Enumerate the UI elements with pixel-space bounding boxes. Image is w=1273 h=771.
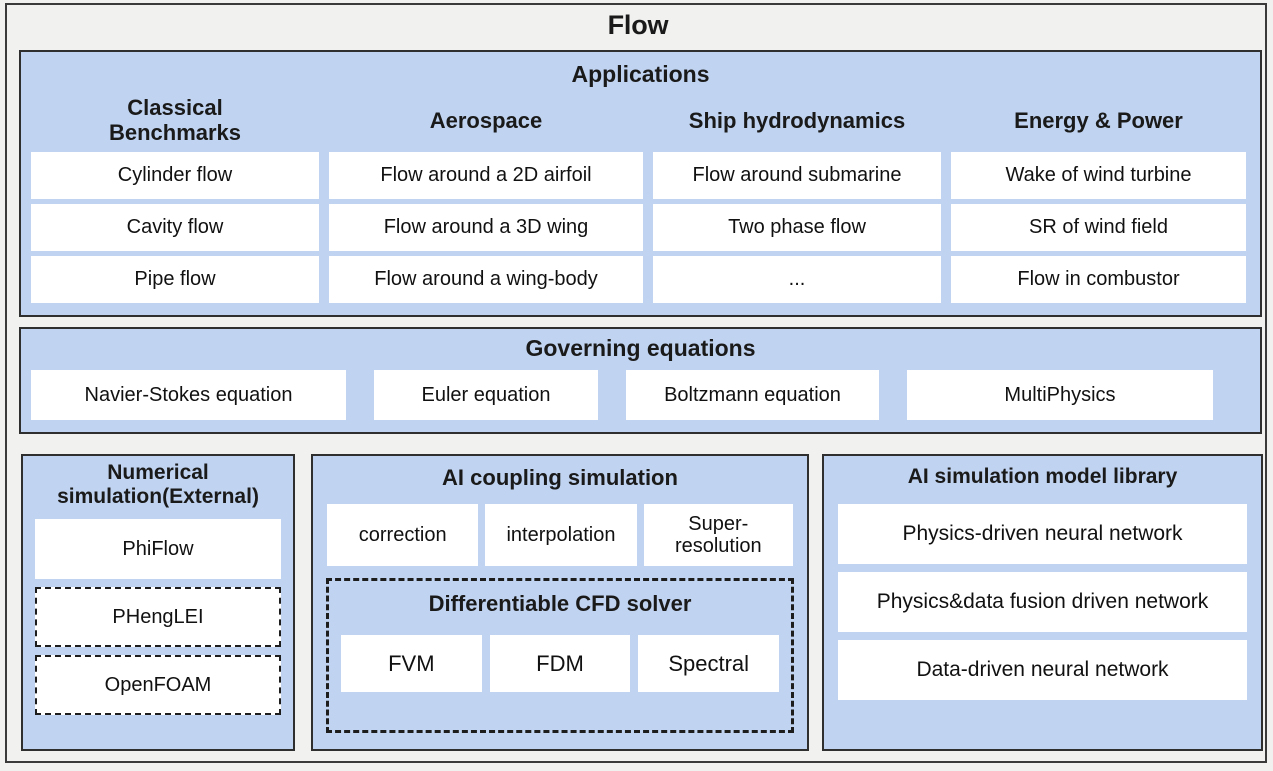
ai-coupling-item[interactable]: Super-resolution xyxy=(643,504,793,566)
differentiable-cfd-solver-row: FVM FDM Spectral xyxy=(341,635,780,692)
application-item[interactable]: Flow around submarine xyxy=(653,152,941,199)
ai-coupling-item[interactable]: correction xyxy=(327,504,479,566)
model-library-item[interactable]: Data-driven neural network xyxy=(838,640,1247,700)
model-library-item[interactable]: Physics-driven neural network xyxy=(838,504,1247,564)
differentiable-cfd-solver-title: Differentiable CFD solver xyxy=(428,591,692,616)
ai-simulation-model-library-list: Physics-driven neural network Physics&da… xyxy=(838,504,1247,700)
numerical-simulation-title: Numerical simulation(External) xyxy=(23,461,293,509)
column-header-line-1: Classical xyxy=(127,95,223,121)
application-item[interactable]: Flow around a 3D wing xyxy=(329,204,643,251)
applications-column-classical-benchmarks: Classical Benchmarks Cylinder flow Cavit… xyxy=(31,90,319,307)
governing-equation-item[interactable]: Navier-Stokes equation xyxy=(31,370,346,420)
ai-coupling-simulation-title: AI coupling simulation xyxy=(442,465,678,490)
application-item[interactable]: Flow in combustor xyxy=(951,256,1246,303)
ai-coupling-item-line-1: Super- xyxy=(688,512,749,535)
governing-equation-item[interactable]: Boltzmann equation xyxy=(626,370,879,420)
column-header-line-2: Benchmarks xyxy=(108,120,242,145)
ai-coupling-item-line-2: resolution xyxy=(674,535,762,557)
application-item[interactable]: Flow around a 2D airfoil xyxy=(329,152,643,199)
numerical-simulation-panel: Numerical simulation(External) PhiFlow P… xyxy=(21,454,295,751)
column-header-ship-hydrodynamics: Ship hydrodynamics xyxy=(688,107,906,133)
numerical-solver-item[interactable]: PHengLEI xyxy=(35,587,281,647)
numerical-simulation-title-line-2: simulation(External) xyxy=(57,484,259,508)
ai-simulation-model-library-title: AI simulation model library xyxy=(907,465,1178,488)
application-item[interactable]: Two phase flow xyxy=(653,204,941,251)
application-item[interactable]: Cylinder flow xyxy=(31,152,319,199)
column-header-aerospace: Aerospace xyxy=(429,107,543,133)
applications-column-aerospace: Aerospace Flow around a 2D airfoil Flow … xyxy=(329,90,643,307)
application-item[interactable]: SR of wind field xyxy=(951,204,1246,251)
applications-title: Applications xyxy=(571,61,710,87)
governing-equations-row: Navier-Stokes equation Euler equation Bo… xyxy=(31,370,1250,420)
numerical-simulation-title-line-1: Numerical xyxy=(107,461,209,484)
differentiable-cfd-solver-box: Differentiable CFD solver FVM FDM Spectr… xyxy=(326,578,794,733)
solver-method-item[interactable]: FDM xyxy=(489,635,631,692)
page-title: Flow xyxy=(607,10,669,40)
column-header-energy-power: Energy & Power xyxy=(1014,107,1183,133)
applications-column-energy-power: Energy & Power Wake of wind turbine SR o… xyxy=(951,90,1246,307)
solver-method-item[interactable]: Spectral xyxy=(638,635,780,692)
numerical-solver-item[interactable]: OpenFOAM xyxy=(35,655,281,715)
application-item[interactable]: Wake of wind turbine xyxy=(951,152,1246,199)
application-item[interactable]: ... xyxy=(653,256,941,303)
ai-coupling-items-row: correction interpolation Super-resolutio… xyxy=(327,504,793,566)
governing-equation-item[interactable]: MultiPhysics xyxy=(907,370,1213,420)
application-item[interactable]: Cavity flow xyxy=(31,204,319,251)
applications-column-ship-hydrodynamics: Ship hydrodynamics Flow around submarine… xyxy=(653,90,941,307)
applications-grid: Classical Benchmarks Cylinder flow Cavit… xyxy=(31,90,1250,307)
ai-coupling-item[interactable]: interpolation xyxy=(485,504,637,566)
governing-equations-section: Governing equations Navier-Stokes equati… xyxy=(19,327,1262,434)
solver-method-item[interactable]: FVM xyxy=(341,635,482,692)
ai-simulation-model-library-panel: AI simulation model library Physics-driv… xyxy=(822,454,1263,751)
outer-frame: Flow Applications Classical Benchmarks C… xyxy=(5,3,1267,763)
application-item[interactable]: Pipe flow xyxy=(31,256,319,303)
numerical-simulation-list: PhiFlow PHengLEI OpenFOAM xyxy=(35,519,281,715)
governing-equations-title: Governing equations xyxy=(525,335,756,361)
numerical-solver-item[interactable]: PhiFlow xyxy=(35,519,281,579)
column-header-classical-benchmarks: Classical Benchmarks xyxy=(31,90,319,152)
governing-equation-item[interactable]: Euler equation xyxy=(374,370,598,420)
applications-section: Applications Classical Benchmarks Cylind… xyxy=(19,50,1262,317)
model-library-item[interactable]: Physics&data fusion driven network xyxy=(838,572,1247,632)
application-item[interactable]: Flow around a wing-body xyxy=(329,256,643,303)
ai-coupling-simulation-panel: AI coupling simulation correction interp… xyxy=(311,454,809,751)
